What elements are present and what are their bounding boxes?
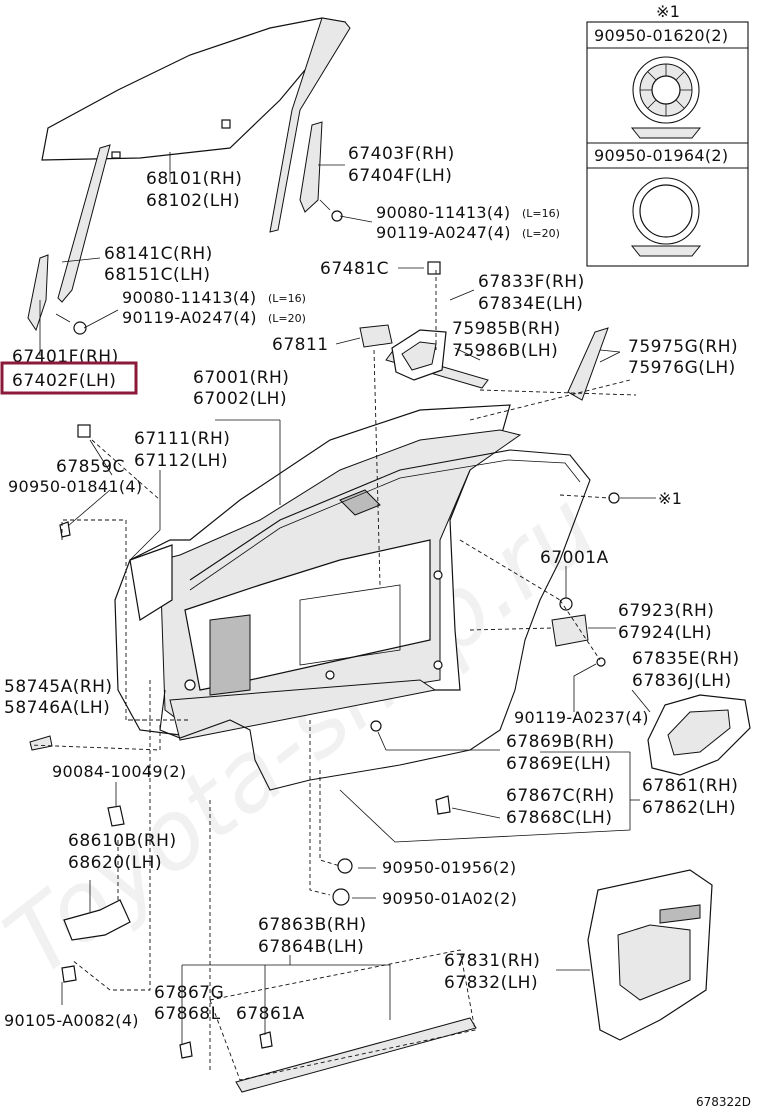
label-67832: 67832(LH)	[444, 973, 538, 993]
label-67001: 67001(RH)	[193, 368, 289, 388]
bolt-icon	[319, 199, 343, 222]
label-90119-a-note: (L=20)	[522, 227, 560, 240]
clip-icon	[370, 720, 382, 732]
label-67924: 67924(LH)	[618, 623, 712, 643]
label-90119-a: 90119-A0247(4)	[376, 223, 511, 242]
front-channel	[27, 254, 49, 332]
label-67923: 67923(RH)	[618, 601, 714, 621]
label-58746A: 58746A(LH)	[4, 698, 110, 718]
label-67112: 67112(LH)	[134, 451, 228, 471]
glass-run-front	[57, 144, 111, 303]
rear-channel	[299, 121, 323, 213]
label-67867C: 67867C(RH)	[506, 786, 615, 806]
label-67835E: 67835E(RH)	[632, 649, 740, 669]
label-90105: 90105-A0082(4)	[4, 1011, 139, 1030]
clip-icon	[179, 1041, 193, 1059]
label-68141C: 68141C(RH)	[104, 244, 213, 264]
label-90950-01A02: 90950-01A02(2)	[382, 889, 517, 908]
clip-icon	[259, 1031, 273, 1049]
bolt-icon	[596, 657, 606, 667]
glass-run-rear	[269, 17, 351, 233]
label-90950-01841: 90950-01841(4)	[8, 477, 142, 496]
plug-icon	[337, 858, 353, 874]
label-67481C: 67481C	[320, 259, 389, 279]
label-90119-b: 90119-A0247(4)	[122, 308, 257, 327]
rear-garnish	[567, 327, 609, 401]
label-67869B: 67869B(RH)	[506, 732, 615, 752]
inset-frame	[586, 21, 749, 267]
inset-part-bottom: 90950-01964(2)	[594, 146, 728, 165]
label-90950-01956: 90950-01956(2)	[382, 858, 516, 877]
label-67867G: 67867G	[154, 983, 224, 1003]
label-note-mark: ※1	[658, 489, 682, 508]
bolt-icon	[55, 313, 87, 335]
label-67834E: 67834E(LH)	[478, 294, 583, 314]
inset-note: ※1	[656, 2, 680, 21]
label-68151C: 68151C(LH)	[104, 265, 210, 285]
clip-icon	[427, 261, 441, 275]
label-67404F: 67404F(LH)	[348, 166, 452, 186]
label-75975G: 75975G(RH)	[628, 337, 738, 357]
label-90080-a-note: (L=16)	[522, 207, 560, 220]
label-67836J: 67836J(LH)	[632, 671, 732, 691]
label-67869E: 67869E(LH)	[506, 754, 611, 774]
plug-icon	[332, 888, 350, 906]
label-67862: 67862(LH)	[642, 798, 736, 818]
grommet-top-icon	[630, 56, 702, 139]
label-67864B: 67864B(LH)	[258, 937, 364, 957]
mudguard-icon	[29, 735, 53, 751]
label-67403F: 67403F(RH)	[348, 144, 455, 164]
label-90080-a: 90080-11413(4)	[376, 203, 510, 222]
label-75985B: 75985B(RH)	[452, 319, 561, 339]
label-67868L: 67868L	[154, 1004, 221, 1024]
label-67861: 67861(RH)	[642, 776, 738, 796]
label-90080-b: 90080-11413(4)	[122, 288, 256, 307]
inset-part-top: 90950-01620(2)	[594, 26, 728, 45]
label-67833F: 67833F(RH)	[478, 272, 585, 292]
clip-icon	[77, 424, 91, 438]
label-75976G: 75976G(LH)	[628, 358, 736, 378]
grommet-bottom-icon	[630, 177, 702, 257]
clip-icon	[435, 795, 451, 815]
highlight-frame	[0, 361, 138, 395]
label-90084: 90084-10049(2)	[52, 762, 186, 781]
clip-icon	[608, 492, 620, 504]
label-67859C: 67859C	[56, 457, 125, 477]
fastener-inset: ※1 90950-01620(2) 90950-01964(2)	[586, 2, 749, 267]
pad-icon	[359, 324, 393, 348]
label-68102: 68102(LH)	[146, 191, 240, 211]
label-67402F: 67402F(LH)	[12, 371, 116, 391]
part-labels: 68101(RH) 68102(LH) 67403F(RH) 67404F(LH…	[0, 144, 751, 1109]
label-90119-a0237: 90119-A0237(4)	[514, 708, 649, 727]
label-67861A: 67861A	[236, 1004, 305, 1024]
label-67111: 67111(RH)	[134, 429, 230, 449]
label-68620: 68620(LH)	[68, 853, 162, 873]
label-67868C: 67868C(LH)	[506, 808, 612, 828]
label-75986B: 75986B(LH)	[452, 341, 558, 361]
label-67001A: 67001A	[540, 548, 609, 568]
label-90119-b-note: (L=20)	[268, 312, 306, 325]
clip-icon	[59, 521, 71, 538]
door-glass-group	[27, 17, 351, 335]
label-58745A: 58745A(RH)	[4, 677, 113, 697]
bolt-icon	[61, 965, 77, 983]
label-68610B: 68610B(RH)	[68, 831, 177, 851]
label-67811: 67811	[272, 335, 329, 355]
door-hinge-icon	[63, 899, 131, 941]
label-67863B: 67863B(RH)	[258, 915, 367, 935]
label-90080-b-note: (L=16)	[268, 292, 306, 305]
door-weatherstrip	[159, 449, 591, 791]
diagram-code: 678322D	[696, 1095, 751, 1109]
bolt-icon	[107, 805, 125, 827]
door-check-stopper	[551, 614, 589, 647]
label-68101: 68101(RH)	[146, 169, 242, 189]
label-67831: 67831(RH)	[444, 951, 540, 971]
leader-lines	[39, 152, 656, 1045]
label-67002: 67002(LH)	[193, 389, 287, 409]
